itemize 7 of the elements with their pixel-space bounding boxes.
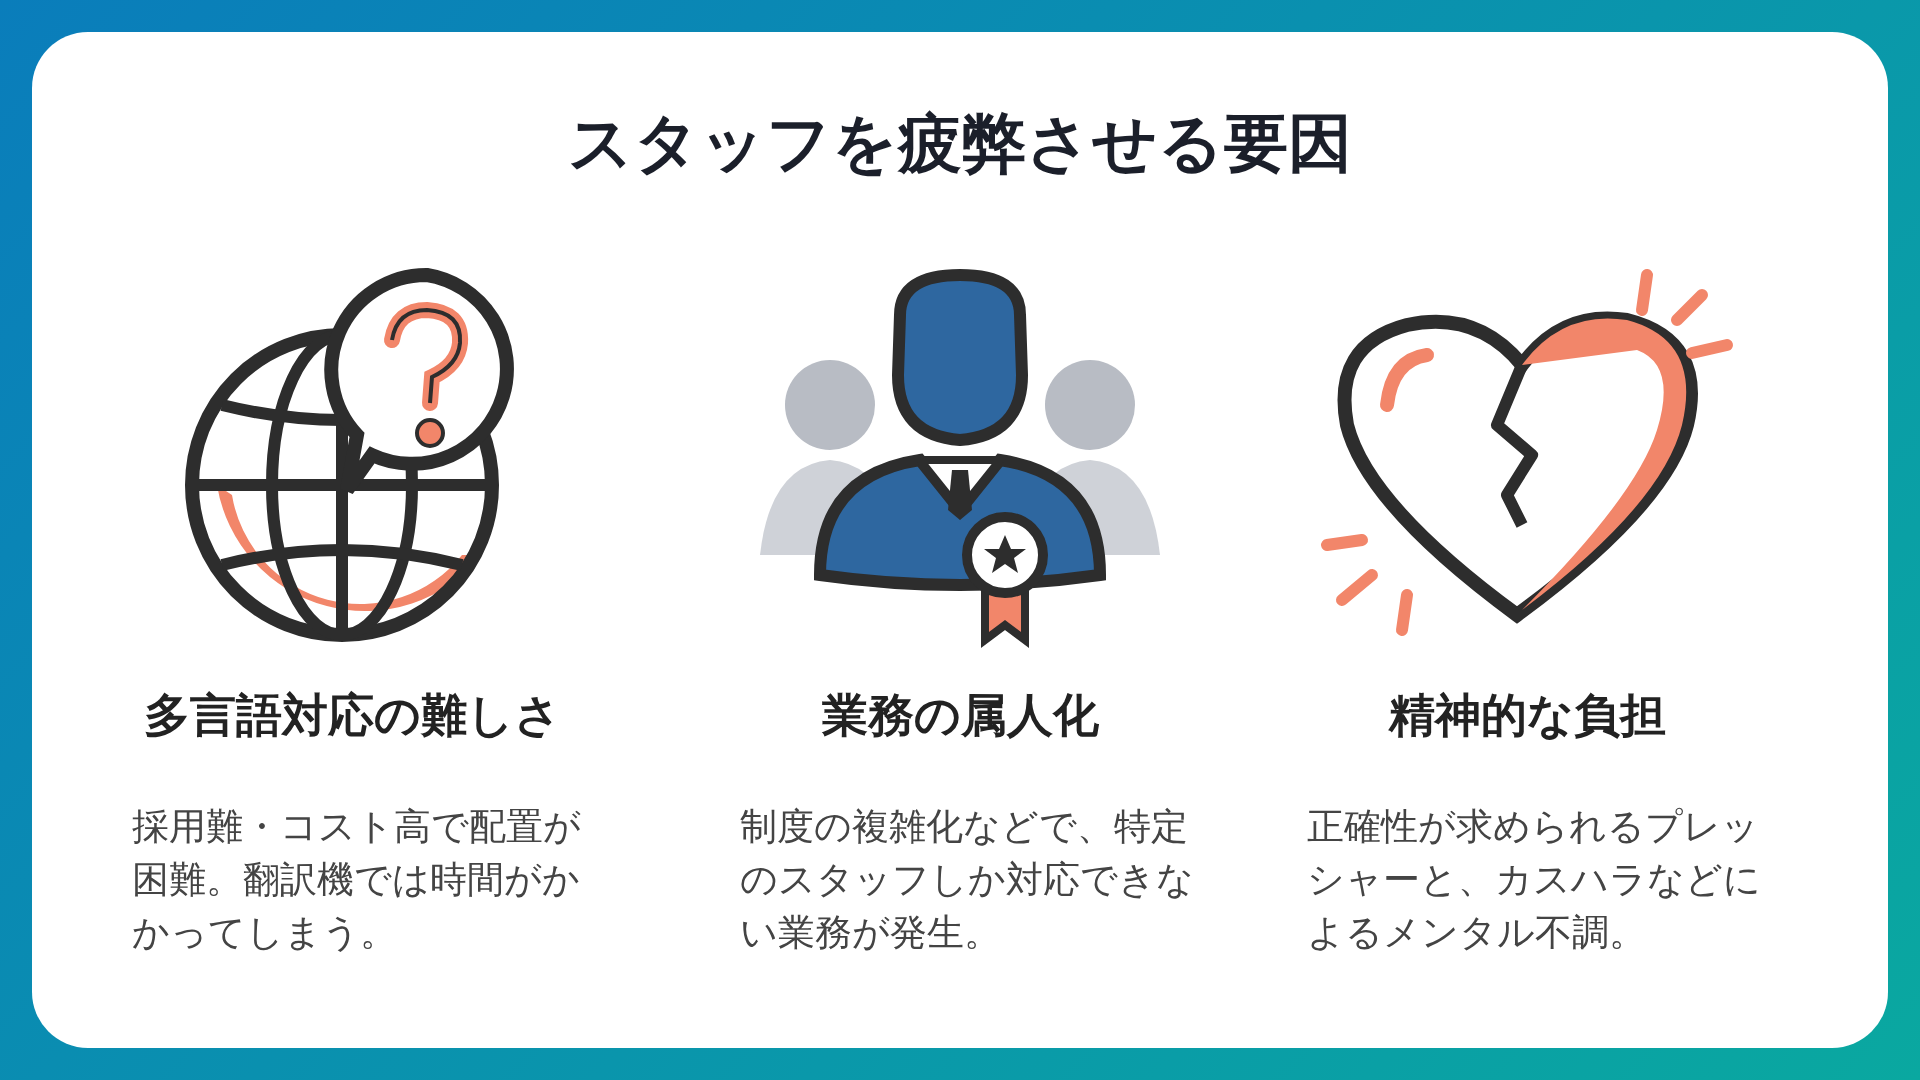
title: スタッフを疲弊させる要因 [567, 105, 1353, 182]
column-heading: 業務の属人化 [820, 687, 1100, 744]
column-heading: 精神的な負担 [1387, 687, 1667, 744]
description-text: 正確性が求められるプレッシャーと、カスハラなどによるメンタル不調。 [1307, 804, 1762, 956]
description-text: 採用難・コスト高で配置が困難。翻訳機では時間がかかってしまう。 [132, 804, 582, 956]
column-heading: 多言語対応の難しさ [142, 687, 562, 744]
description-text: 制度の複雑化などで、特定のスタッフしか対応できない業務が発生。 [740, 804, 1195, 956]
